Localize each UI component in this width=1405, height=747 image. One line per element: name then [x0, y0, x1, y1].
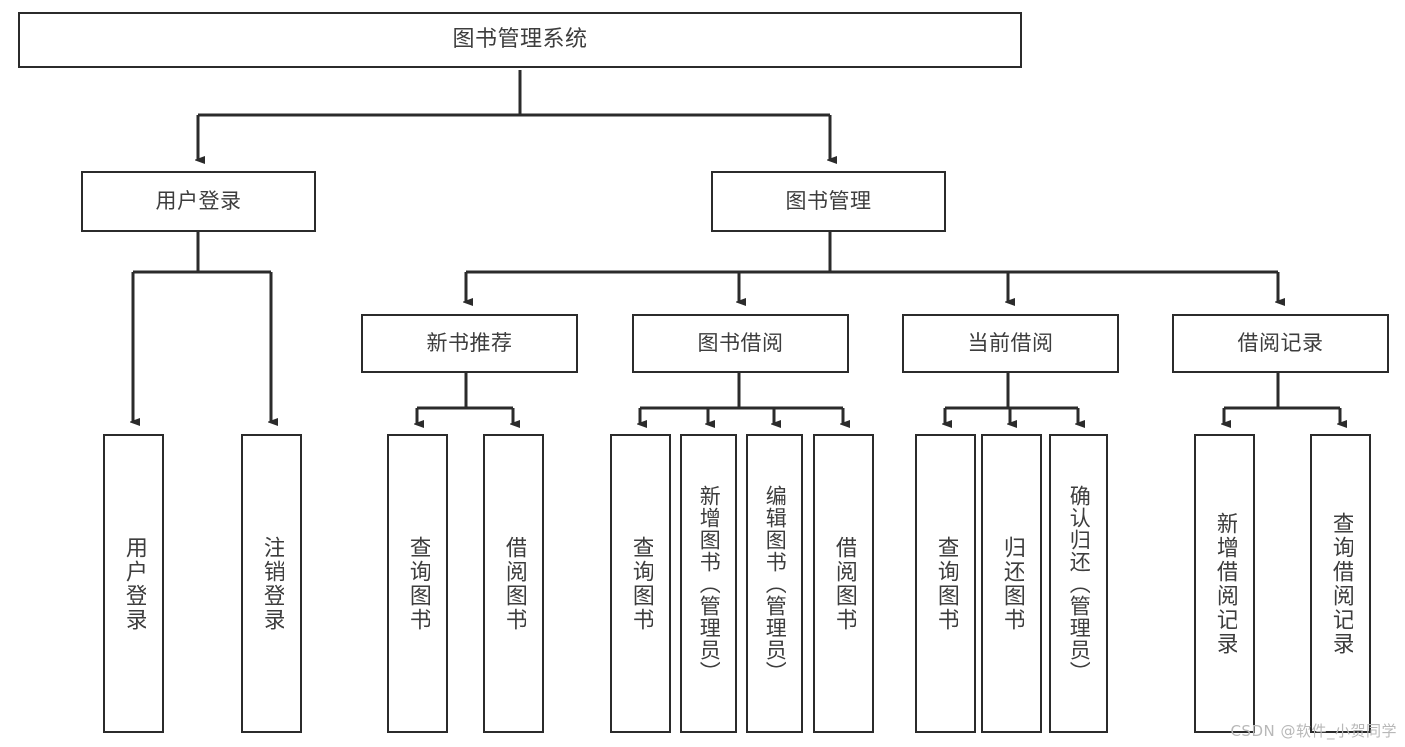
node-label: 查询图书 [405, 535, 430, 632]
node-label: 注销登录 [259, 535, 284, 632]
leaf-user-login-login[interactable]: 用户登录 [103, 434, 164, 733]
edges-borrow-to-leaves [640, 373, 843, 424]
node-label: 图书管理 [785, 189, 872, 214]
node-label: 借阅图书 [501, 535, 526, 632]
edges-root-to-level2 [198, 70, 830, 160]
edges-current-to-leaves [945, 373, 1078, 424]
node-label: 编辑图书（管理员） [763, 484, 787, 683]
leaf-borrow-query-book[interactable]: 查询图书 [610, 434, 671, 733]
leaf-user-login-logout[interactable]: 注销登录 [241, 434, 302, 733]
leaf-current-return-book[interactable]: 归还图书 [981, 434, 1042, 733]
node-label: 借阅图书 [831, 535, 856, 632]
leaf-current-query-book[interactable]: 查询图书 [915, 434, 976, 733]
leaf-record-add-record[interactable]: 新增借阅记录 [1194, 434, 1255, 733]
node-label: 图书管理系统 [452, 26, 588, 52]
node-root-system[interactable]: 图书管理系统 [18, 12, 1022, 68]
node-label: 图书借阅 [697, 331, 784, 356]
leaf-newbook-query-book[interactable]: 查询图书 [387, 434, 448, 733]
leaf-borrow-add-book-admin[interactable]: 新增图书（管理员） [680, 434, 737, 733]
leaf-current-confirm-return-admin[interactable]: 确认归还（管理员） [1049, 434, 1108, 733]
watermark-text: CSDN @软件_小贺同学 [1230, 722, 1397, 740]
node-label: 新增图书（管理员） [697, 484, 721, 683]
node-label: 当前借阅 [967, 331, 1054, 356]
leaf-newbook-borrow-book[interactable]: 借阅图书 [483, 434, 544, 733]
node-label: 新书推荐 [426, 331, 513, 356]
node-label: 查询图书 [933, 535, 958, 632]
node-label: 用户登录 [155, 189, 242, 214]
node-label: 新增借阅记录 [1212, 511, 1237, 656]
node-user-login[interactable]: 用户登录 [81, 171, 316, 232]
leaf-record-query-record[interactable]: 查询借阅记录 [1310, 434, 1371, 733]
node-label: 用户登录 [121, 535, 146, 632]
node-book-management[interactable]: 图书管理 [711, 171, 946, 232]
node-label: 确认归还（管理员） [1067, 484, 1091, 683]
node-label: 归还图书 [999, 535, 1024, 632]
node-label: 借阅记录 [1237, 331, 1324, 356]
edges-record-to-leaves [1224, 373, 1340, 424]
edges-bookmgmt-to-level3 [466, 232, 1278, 302]
node-current-borrow[interactable]: 当前借阅 [902, 314, 1119, 373]
leaf-borrow-edit-book-admin[interactable]: 编辑图书（管理员） [746, 434, 803, 733]
node-label: 查询借阅记录 [1328, 511, 1353, 656]
leaf-borrow-borrow-book[interactable]: 借阅图书 [813, 434, 874, 733]
node-new-book-recommend[interactable]: 新书推荐 [361, 314, 578, 373]
edges-newbook-to-leaves [417, 373, 513, 424]
edges-userlogin-to-leaves [133, 232, 271, 422]
node-book-borrow[interactable]: 图书借阅 [632, 314, 849, 373]
node-borrow-record[interactable]: 借阅记录 [1172, 314, 1389, 373]
node-label: 查询图书 [628, 535, 653, 632]
